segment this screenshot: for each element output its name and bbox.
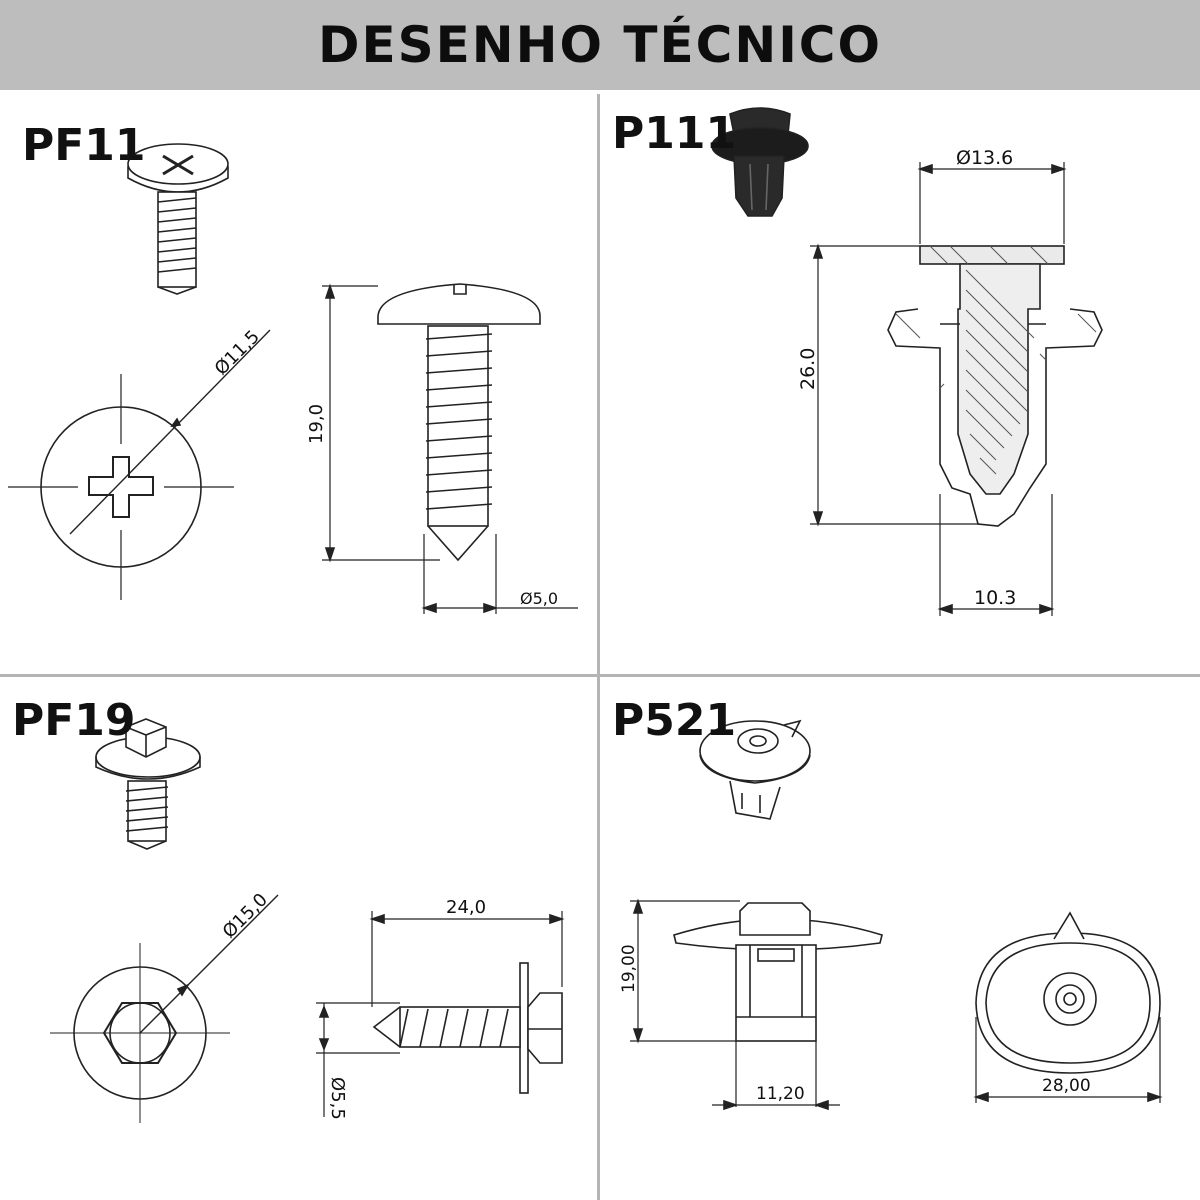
p111-section-view: [887, 245, 1103, 527]
pf11-side-view: [377, 283, 541, 562]
panel-pf11: PF11 Ø11,5 19,0 Ø5,0: [0, 94, 597, 674]
pf19-code: PF19: [12, 695, 136, 746]
title-banner: DESENHO TÉCNICO: [0, 0, 1200, 90]
panel-pf19: PF19 Ø15,0 24,0 Ø5,5: [0, 677, 597, 1200]
p111-drawing: [711, 107, 1103, 616]
pf11-top-view: [8, 329, 271, 600]
panel-p111: P111 Ø13.6 26.0 10.3: [600, 94, 1200, 674]
pf19-top-view: [50, 894, 279, 1123]
page-title: DESENHO TÉCNICO: [317, 16, 883, 74]
pf11-iso-icon: [127, 143, 229, 295]
pf11-drawing: [8, 143, 578, 614]
p521-code: P521: [612, 695, 737, 746]
vertical-divider: [597, 94, 600, 1200]
pf19-iso-icon: [95, 718, 201, 850]
pf19-drawing: [50, 718, 565, 1123]
p521-drawing: [630, 719, 1163, 1111]
panel-p521: P521 19,00 11,20 28,00: [600, 677, 1200, 1200]
horizontal-divider: [0, 674, 1200, 677]
pf11-code: PF11: [22, 120, 146, 171]
p521-side-view: [673, 902, 883, 1042]
p521-iso-icon: [699, 719, 811, 820]
p521-front-view: [975, 911, 1161, 1074]
p111-code: P111: [612, 108, 737, 159]
p111-iso-icon: [711, 107, 809, 217]
pf19-side-view: [372, 962, 563, 1094]
